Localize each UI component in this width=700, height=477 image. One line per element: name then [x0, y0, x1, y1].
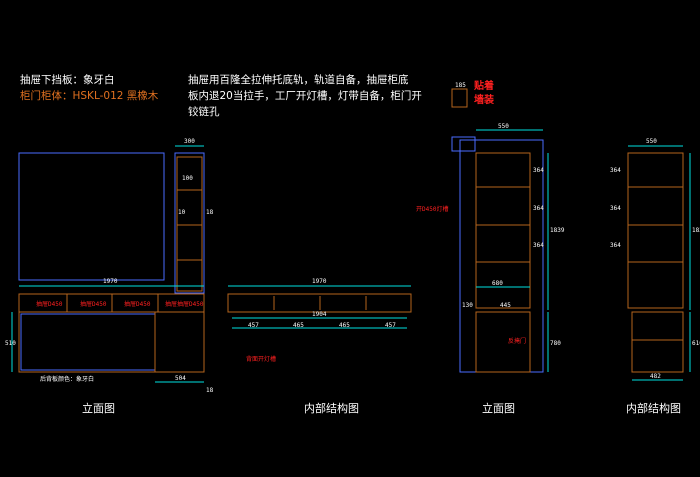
dim-550-structure: 550 — [646, 138, 657, 145]
note-wall-mount: 贴着 墙装 — [474, 81, 494, 106]
dim-1970-mid: 1970 — [312, 278, 327, 285]
light-mark-label: 开D450灯槽 — [416, 205, 448, 213]
dim-130: 130 — [462, 302, 473, 309]
dim-1904: 1904 — [312, 311, 327, 318]
caption-elevation-left: 立面图 — [82, 402, 115, 415]
dim-1839-right: 1839 — [550, 227, 565, 234]
left-structure — [227, 285, 412, 329]
dim-364-d: 364 — [610, 167, 621, 174]
caption-elevation-right: 立面图 — [482, 402, 515, 415]
dim-510: 510 — [5, 340, 16, 347]
note-lower-panel: 抽屉下挡板：象牙白 — [20, 74, 115, 86]
dim-780: 780 — [550, 340, 561, 347]
left-elevation — [11, 145, 205, 383]
note-cabinet-material: 柜门柜体：HSKL-012 黑橡木 — [20, 90, 159, 102]
dim-18: 18 — [206, 209, 214, 216]
dim-504: 504 — [175, 375, 186, 382]
dim-550-right: 550 — [498, 123, 509, 130]
dim-100: 100 — [182, 175, 193, 182]
dim-465-a: 465 — [293, 322, 304, 329]
caption-structure-right: 内部结构图 — [626, 402, 681, 415]
caption-structure-left: 内部结构图 — [304, 402, 359, 415]
dim-457-b: 457 — [385, 322, 396, 329]
dim-364-e: 364 — [610, 205, 621, 212]
right-elevation — [451, 88, 549, 373]
dim-364-c: 364 — [533, 242, 544, 249]
dim-364-b: 364 — [533, 205, 544, 212]
light-slot-label: 背面开灯槽 — [246, 355, 276, 363]
dim-18-bottom: 18 — [206, 387, 214, 394]
drawer-label-3: 抽屉D450 — [124, 300, 151, 308]
dim-364-f: 364 — [610, 242, 621, 249]
dim-457-a: 457 — [248, 322, 259, 329]
dim-10: 10 — [178, 209, 186, 216]
dim-1839-structure: 1839 — [692, 227, 700, 234]
right-door-label: 反掩门 — [508, 337, 526, 345]
dim-482: 482 — [650, 373, 661, 380]
drawer-label-1: 抽屉D450 — [36, 300, 63, 308]
dim-610: 610 — [692, 340, 700, 347]
dim-1970-left: 1970 — [103, 278, 118, 285]
note-drawer-spec: 抽屉用百隆全拉伸托底轨，轨道自备，抽屉柜底 板内退20当拉手，工厂开灯槽，灯带自… — [188, 74, 422, 118]
dim-465-b: 465 — [339, 322, 350, 329]
dim-185: 185 — [455, 82, 466, 89]
drawer-label-2: 抽屉D450 — [80, 300, 107, 308]
drawer-label-4: 抽屉抽屉D450 — [165, 300, 204, 308]
dim-300: 300 — [184, 138, 195, 145]
dim-680: 680 — [492, 280, 503, 287]
dim-364-a: 364 — [533, 167, 544, 174]
dim-445: 445 — [500, 302, 511, 309]
right-structure — [627, 145, 691, 381]
back-panel-label: 后背板颜色：象牙白 — [40, 375, 94, 383]
